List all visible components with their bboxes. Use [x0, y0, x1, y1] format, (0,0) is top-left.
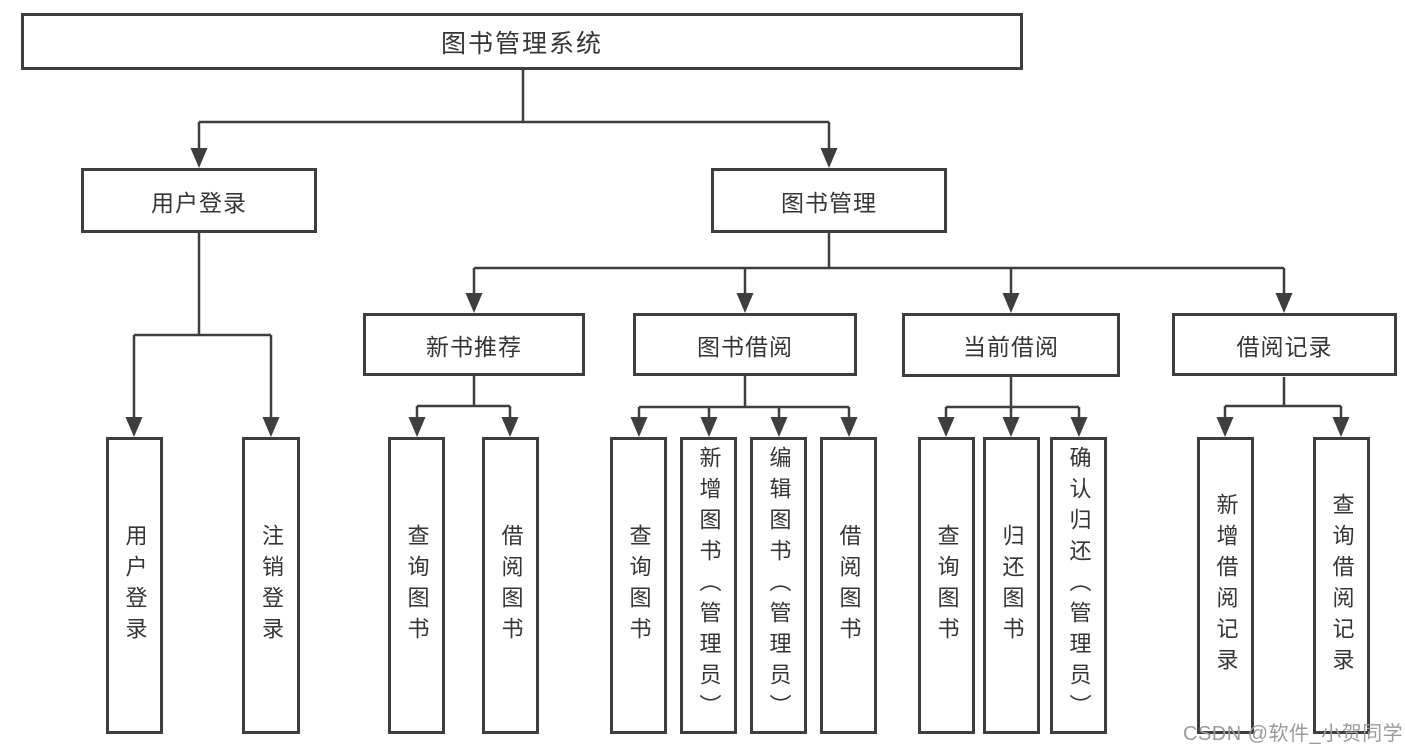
leaf-add-books-admin: 新增图书（管理员） — [680, 437, 737, 734]
leaf-borrow-books-label: 借阅图书 — [836, 523, 862, 648]
tree-edges — [132, 69, 1343, 423]
node-current-borrowing: 当前借阅 — [902, 313, 1120, 377]
leaf-query-books-borrowing: 查询图书 — [610, 437, 667, 734]
leaf-borrow-books: 借阅图书 — [820, 437, 877, 734]
leaf-borrow-books-recommend: 借阅图书 — [482, 437, 539, 734]
leaf-add-borrow-record-label: 新增借阅记录 — [1213, 492, 1239, 679]
node-library-management-system: 图书管理系统 — [21, 13, 1023, 70]
csdn-watermark: CSDN @软件_小贺同学 — [1183, 723, 1404, 745]
node-borrowing-records: 借阅记录 — [1172, 313, 1397, 376]
leaf-query-books-current-label: 查询图书 — [934, 523, 960, 648]
node-borrowing-records-label: 借阅记录 — [1236, 333, 1333, 360]
leaf-logout: 注销登录 — [242, 437, 300, 734]
leaf-add-borrow-record: 新增借阅记录 — [1197, 437, 1254, 734]
leaf-confirm-return-admin-label: 确认归还（管理员） — [1066, 446, 1092, 725]
node-library-management-system-label: 图书管理系统 — [440, 29, 603, 58]
node-current-borrowing-label: 当前借阅 — [963, 334, 1059, 360]
leaf-logout-label: 注销登录 — [259, 523, 284, 648]
node-book-management-label: 图书管理 — [781, 189, 877, 216]
leaf-query-books-borrowing-label: 查询图书 — [626, 523, 652, 648]
leaf-query-books-current: 查询图书 — [918, 437, 975, 734]
leaf-query-books-recommend: 查询图书 — [388, 437, 445, 734]
leaf-confirm-return-admin: 确认归还（管理员） — [1050, 437, 1107, 734]
node-book-borrowing: 图书借阅 — [633, 313, 857, 376]
leaf-query-borrow-record: 查询借阅记录 — [1313, 437, 1370, 734]
leaf-return-books-label: 归还图书 — [999, 523, 1025, 648]
node-book-management: 图书管理 — [711, 168, 947, 233]
leaf-borrow-books-recommend-label: 借阅图书 — [498, 523, 524, 648]
node-user-login: 用户登录 — [81, 168, 317, 233]
node-user-login-label: 用户登录 — [151, 189, 247, 216]
leaf-query-borrow-record-label: 查询借阅记录 — [1329, 492, 1355, 679]
leaf-user-login-label: 用户登录 — [122, 523, 148, 648]
leaf-query-books-recommend-label: 查询图书 — [404, 523, 430, 648]
leaf-return-books: 归还图书 — [983, 437, 1040, 734]
node-book-borrowing-label: 图书借阅 — [697, 333, 793, 360]
leaf-user-login: 用户登录 — [106, 437, 163, 734]
node-new-book-recommendation-label: 新书推荐 — [426, 333, 522, 360]
leaf-edit-books-admin: 编辑图书（管理员） — [750, 437, 807, 734]
node-new-book-recommendation: 新书推荐 — [363, 313, 585, 376]
leaf-edit-books-admin-label: 编辑图书（管理员） — [766, 446, 792, 725]
leaf-add-books-admin-label: 新增图书（管理员） — [696, 446, 722, 725]
